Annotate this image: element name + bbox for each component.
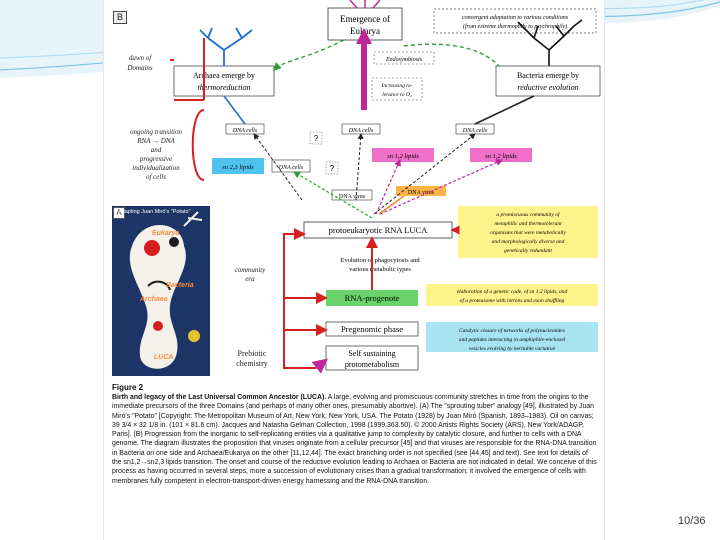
panel-a-marker: A xyxy=(113,207,125,219)
elaboration-note-2: of a proteasome with introns and exon sh… xyxy=(460,297,565,304)
phagocytosis-label-1: Evolution of phagocytosis and xyxy=(340,257,420,264)
phagocytosis-label-2: various metabolic types xyxy=(349,266,411,273)
painting-title: Adapting Juan Miró's "Potato" xyxy=(118,209,191,215)
rna-progenote-box xyxy=(326,290,418,306)
catalytic-note-box xyxy=(426,322,598,352)
archaea-box xyxy=(173,65,275,97)
elaboration-note-1: elaboration of a genetic code, of sn 1,2… xyxy=(457,288,568,295)
archaea-tree-icon xyxy=(199,27,253,66)
self-sustaining-box xyxy=(325,345,419,371)
figure-caption-body: A large, evolving and promiscuous commun… xyxy=(112,394,597,485)
lipids-23-label: sn 2,3 lipids xyxy=(222,164,254,171)
transition-label-3: and xyxy=(151,146,162,154)
question-box-1 xyxy=(309,131,323,145)
dna-cells-box-4 xyxy=(271,159,311,173)
dna-cells-label-3: DNA cells xyxy=(462,128,488,134)
eukarya-label-1: Emergence of xyxy=(340,14,390,24)
painting-label-archaea: Archaea xyxy=(140,296,168,303)
diagram: Emergence of Eukarya convergent adaptati… xyxy=(126,0,601,374)
dna-virus-label-1: DNA virus xyxy=(339,194,366,200)
catalytic-note-2: and peptides interacting in amphiphile-e… xyxy=(459,337,566,343)
archaea-label-2: thermoreduction xyxy=(197,83,250,92)
dna-cells-label-2: DNA cells xyxy=(348,128,374,134)
community-note-box xyxy=(458,206,598,258)
community-note-3: organisms that were metabolically xyxy=(490,230,566,236)
lipids-12-box-1 xyxy=(372,148,434,162)
community-note-1: a promiscuous community of xyxy=(496,211,561,218)
prebiotic-label-2: chemistry xyxy=(236,359,268,368)
transition-label-6: of cells xyxy=(146,173,166,181)
figure-title: Birth and legacy of the Last Universal C… xyxy=(112,394,327,401)
eukarya-tree-icon xyxy=(349,0,381,9)
prebiotic-label-1: Prebiotic xyxy=(238,349,267,358)
dna-cells-label-4: DNA cells xyxy=(278,165,304,171)
community-note-4: and morphologically diverse and xyxy=(492,239,565,245)
dna-cells-label-1: DNA cells xyxy=(232,128,258,134)
transition-label-2: RNA → DNA xyxy=(136,137,175,145)
transition-label-4: progressive xyxy=(139,155,172,163)
oxygen-box xyxy=(371,77,423,101)
lipids-12-label-1: sn 1,2 lipids xyxy=(387,153,419,160)
dna-virus-label-2: DNA virus xyxy=(408,190,435,196)
self-sustaining-label-2: protometabolism xyxy=(345,360,400,369)
painting-label-eukarya: Eukarya xyxy=(152,230,180,237)
question-mark-2: ? xyxy=(330,164,335,173)
bacteria-label-1: Bacteria emerge by xyxy=(517,71,579,80)
oxygen-label-2: lerance to O₂ xyxy=(382,92,411,98)
painting-label-luca: LUCA xyxy=(154,354,174,361)
oxygen-label-1: Increasing to- xyxy=(381,83,413,89)
figure-panel: Emergence of Eukarya convergent adaptati… xyxy=(104,0,604,540)
transition-label-1: ongoing transition xyxy=(130,128,182,136)
community-label-1: community xyxy=(235,266,267,274)
endosymbiosis-label: Endosymbiosis xyxy=(385,57,423,63)
miro-potato-painting xyxy=(112,206,210,376)
dawn-label-2: Domains xyxy=(126,64,153,72)
bacteria-tree-icon xyxy=(517,19,583,66)
painting-label-bacteria: Bacteria xyxy=(166,282,194,289)
convergent-label-1: convergent adaptation to various conditi… xyxy=(462,15,569,21)
community-label-2: era xyxy=(245,275,255,283)
community-note-5: genetically redundant xyxy=(504,248,552,254)
luca-label: protoeukaryotic RNA LUCA xyxy=(329,225,429,235)
catalytic-note-3: vesicles evolving by heritable variation xyxy=(469,346,556,352)
figure-number: Figure 2 xyxy=(112,383,144,392)
transition-bracket xyxy=(191,109,205,181)
lipids-12-label-2: sn 1,2 lipids xyxy=(485,153,517,160)
question-mark-1: ? xyxy=(314,134,319,143)
bacteria-label-2: reductive evolution xyxy=(517,83,578,92)
bacteria-box xyxy=(495,65,601,97)
self-sustaining-label-1: Self sustaining xyxy=(348,349,395,358)
rna-progenote-label: RNA-progenote xyxy=(345,293,400,303)
lipids-23-box xyxy=(212,158,264,174)
endosymbiosis-box xyxy=(373,51,435,65)
convergent-box xyxy=(433,8,597,34)
figure-caption: Figure 2 Birth and legacy of the Last Un… xyxy=(112,383,598,486)
catalytic-note-1: Catalytic closure of networks of polynuc… xyxy=(459,327,565,334)
dna-virus-box-2 xyxy=(396,186,446,196)
question-box-2 xyxy=(325,161,339,175)
lipids-12-box-2 xyxy=(470,148,532,162)
archaea-label-1: Archaea emerge by xyxy=(193,71,255,80)
convergent-label-2: (from extreme thermophily to psychrophil… xyxy=(463,23,567,30)
transition-label-5: individualization xyxy=(132,164,180,172)
panel-b-marker: B xyxy=(113,11,127,24)
pregenomic-label: Pregenomic phase xyxy=(341,324,403,334)
elaboration-note-box xyxy=(426,284,598,306)
page-number: 10/36 xyxy=(678,515,706,527)
dawn-label-1: dawn of xyxy=(129,54,152,62)
community-note-2: metaphilic and thermotolerant xyxy=(494,221,562,227)
